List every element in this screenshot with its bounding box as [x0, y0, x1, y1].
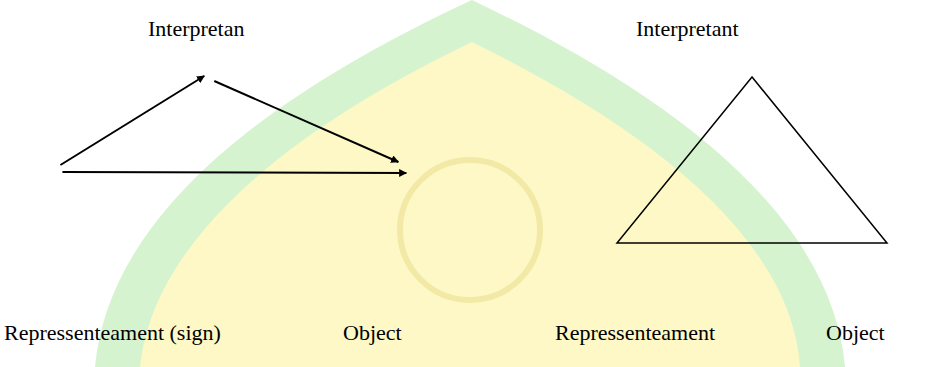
- watermark-outer: [95, 0, 845, 367]
- triangle-label: Repressenteament: [555, 320, 715, 346]
- arrow-connector: [214, 81, 398, 162]
- watermark-inner: [140, 42, 800, 367]
- arrow-connector: [62, 172, 406, 173]
- term-text: Interpretan: [148, 16, 245, 41]
- triangle-label: Interpretant: [636, 16, 739, 42]
- term-node: Repressenteament (sign): [4, 320, 221, 346]
- label-text: Interpretant: [636, 16, 739, 41]
- arrow-connector: [60, 76, 204, 165]
- term-text: Repressenteament (sign): [4, 320, 221, 345]
- triangle-label: Object: [826, 320, 885, 346]
- term-text: Object: [343, 320, 402, 345]
- watermark-emblem: [400, 160, 540, 300]
- term-node: Interpretan: [148, 16, 245, 42]
- term-node: Object: [343, 320, 402, 346]
- label-text: Repressenteament: [555, 320, 715, 345]
- semiotic-triangle: [617, 77, 887, 243]
- label-text: Object: [826, 320, 885, 345]
